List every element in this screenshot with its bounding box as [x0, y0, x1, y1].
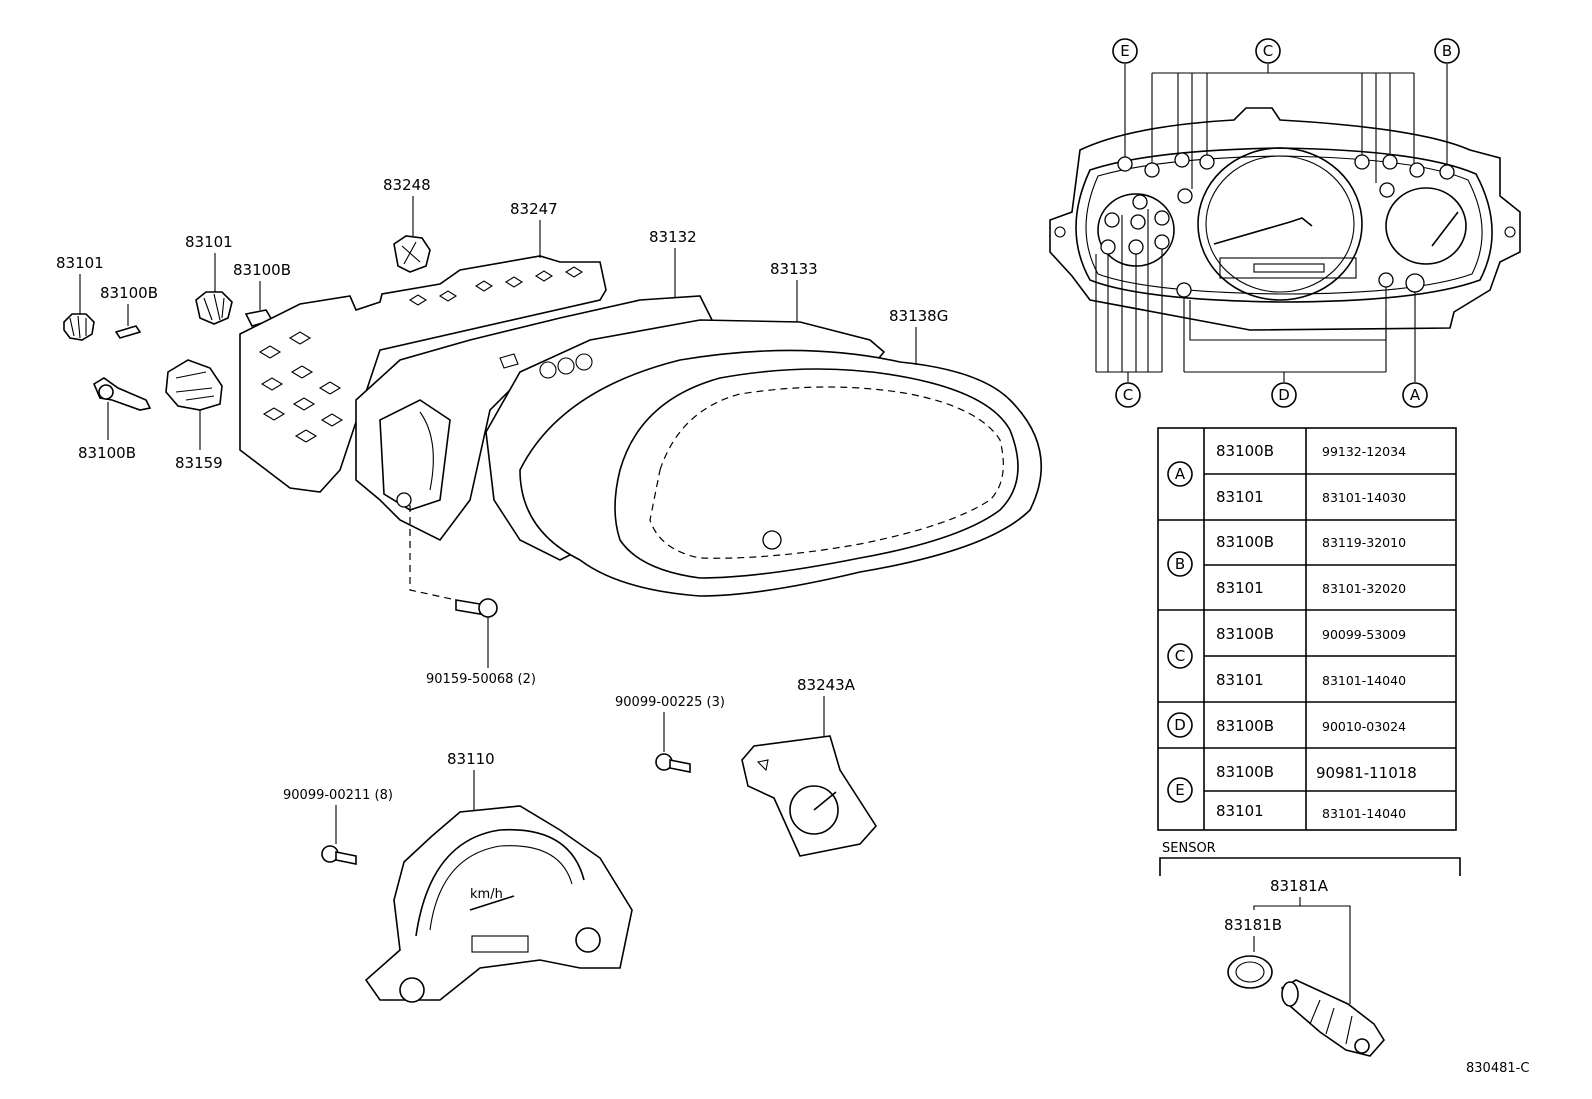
fuel-gauge-83243a [741, 735, 878, 857]
label-83100b-lower: 83100B [78, 444, 136, 462]
label-90099-00225: 90099-00225 (3) [615, 695, 725, 710]
label-83159: 83159 [175, 454, 223, 472]
table-cell-part: 83100B [1216, 533, 1274, 551]
cluster-overview [1049, 107, 1521, 341]
table-key-c: C [1167, 643, 1193, 669]
svg-text:B: B [1175, 555, 1185, 573]
svg-text:D: D [1278, 386, 1290, 404]
table-cell-number: 90099-53009 [1322, 627, 1406, 642]
case-83132 [355, 295, 713, 542]
table-cell-number: 83101-14040 [1322, 806, 1406, 821]
svg-text:C: C [1263, 42, 1273, 60]
label-83110: 83110 [447, 750, 495, 768]
label-83133: 83133 [770, 260, 818, 278]
table-cell-number: 90010-03024 [1322, 719, 1406, 734]
sensor-bracket [1159, 857, 1461, 876]
svg-text:D: D [1174, 716, 1186, 734]
svg-text:C: C [1175, 647, 1185, 665]
connector-83159 [165, 359, 223, 411]
table-key-d: D [1167, 712, 1193, 738]
label-83181b: 83181B [1224, 916, 1282, 934]
table-cell-part: 83101 [1216, 488, 1264, 506]
table-cell-part: 83100B [1216, 763, 1274, 781]
socket-83101-left [63, 313, 95, 341]
table-cell-part: 83100B [1216, 625, 1274, 643]
table-cell-part: 83101 [1216, 802, 1264, 820]
svg-text:A: A [1175, 465, 1186, 483]
diagram-code: 830481-C [1466, 1061, 1529, 1076]
bulb-83100b-lower [92, 377, 152, 411]
bulb-sockets-overview [1100, 152, 1455, 298]
label-83243a: 83243A [797, 676, 856, 694]
svg-text:E: E [1175, 781, 1184, 799]
label-83248: 83248 [383, 176, 431, 194]
bulb-table: A 83100B 99132-12034 83101 83101-14030 B… [1157, 427, 1457, 831]
table-cell-number: 83119-32010 [1322, 535, 1406, 550]
screw-90099-00225 [655, 753, 691, 773]
table-cell-number: 99132-12034 [1322, 444, 1406, 459]
table-cell-part: 83100B [1216, 717, 1274, 735]
table-cell-part: 83100B [1216, 442, 1274, 460]
table-cell-number: 90981-11018 [1316, 764, 1417, 782]
svg-text:C: C [1123, 386, 1133, 404]
table-cell-number: 83101-14040 [1322, 673, 1406, 688]
label-83138g: 83138G [889, 307, 948, 325]
overview-key-c-top: C [1255, 38, 1281, 64]
overview-key-e-top: E [1112, 38, 1138, 64]
label-83101-mid: 83101 [185, 233, 233, 251]
bulb-83100b-left [114, 325, 142, 339]
o-ring-83181b [1227, 955, 1273, 989]
socket-83101-mid [195, 291, 233, 325]
screw-90099-00211 [321, 845, 357, 865]
speedo-unit: km/h [470, 887, 503, 902]
socket-83248 [393, 235, 431, 273]
table-key-b: B [1167, 551, 1193, 577]
label-83100b-left: 83100B [100, 284, 158, 302]
printed-circuit-83247 [239, 255, 607, 493]
overview-key-b-top: B [1434, 38, 1460, 64]
label-83181a: 83181A [1270, 877, 1329, 895]
table-cell-part: 83101 [1216, 579, 1264, 597]
window-glass-83138g [519, 349, 1042, 597]
label-83247: 83247 [510, 200, 558, 218]
label-83101-left: 83101 [56, 254, 104, 272]
label-83132: 83132 [649, 228, 697, 246]
overview-key-d-bottom: D [1271, 382, 1297, 408]
table-cell-number: 83101-32020 [1322, 581, 1406, 596]
overview-leaders [1095, 64, 1448, 382]
table-cell-number: 83101-14030 [1322, 490, 1406, 505]
speed-sensor-83181a [1280, 979, 1385, 1057]
label-90099-00211: 90099-00211 (8) [283, 788, 393, 803]
table-cell-part: 83101 [1216, 671, 1264, 689]
svg-text:A: A [1410, 386, 1421, 404]
svg-text:B: B [1442, 42, 1452, 60]
overview-key-a-bottom: A [1402, 382, 1428, 408]
label-83100b-mid: 83100B [233, 261, 291, 279]
speedometer-83110 [364, 805, 633, 1003]
label-90159: 90159-50068 (2) [426, 672, 536, 687]
table-key-e: E [1167, 777, 1193, 803]
overview-key-c-bottom: C [1115, 382, 1141, 408]
svg-text:E: E [1120, 42, 1129, 60]
sensor-heading: SENSOR [1162, 841, 1216, 856]
screw-90159 [455, 598, 498, 618]
table-key-a: A [1167, 461, 1193, 487]
